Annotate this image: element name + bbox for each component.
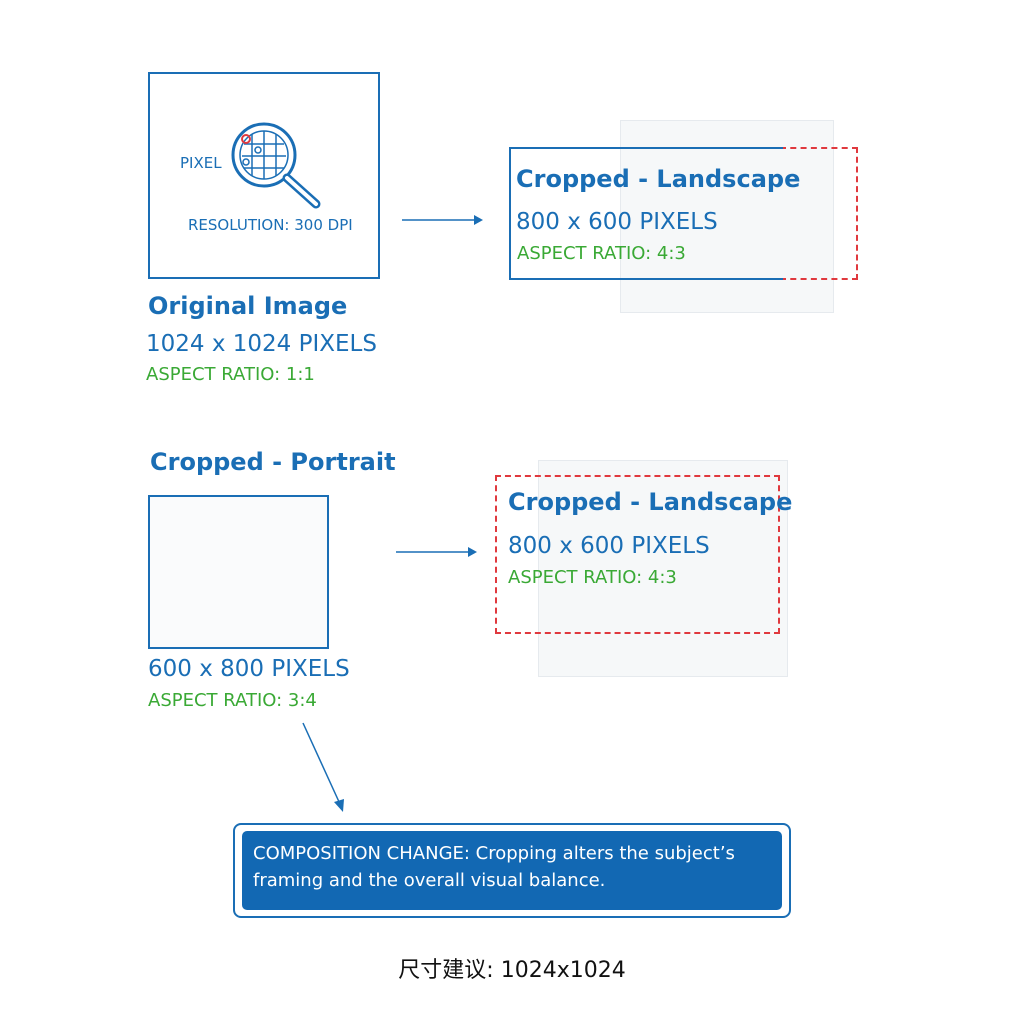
callout-line-2: framing and the overall visual balance. — [253, 870, 606, 891]
magnifier-grid-icon — [231, 122, 321, 209]
original-dimensions: 1024 x 1024 PIXELS — [146, 331, 377, 357]
landscape-bottom-dimensions: 800 x 600 PIXELS — [508, 533, 710, 559]
composition-change-callout: COMPOSITION CHANGE: Cropping alters the … — [233, 823, 791, 918]
landscape-top-ghost — [620, 120, 834, 313]
resolution-label: RESOLUTION: 300 DPI — [188, 216, 353, 234]
size-note: 尺寸建议: 1024x1024 — [398, 958, 626, 983]
landscape-top-crop-outline — [780, 147, 858, 280]
landscape-top-frame — [509, 147, 783, 280]
landscape-top-title: Cropped - Landscape — [516, 165, 801, 193]
arrow-right-icon — [396, 547, 477, 557]
original-aspect-ratio: ASPECT RATIO: 1:1 — [146, 364, 315, 385]
arrow-down-icon — [302, 722, 344, 812]
portrait-title: Cropped - Portrait — [150, 448, 396, 476]
landscape-top-aspect-ratio: ASPECT RATIO: 4:3 — [517, 243, 686, 264]
landscape-bottom-crop-outline — [495, 475, 780, 634]
original-title: Original Image — [148, 292, 348, 320]
portrait-frame — [148, 495, 329, 649]
pixel-label: PIXEL — [180, 154, 222, 172]
landscape-bottom-ghost — [538, 460, 788, 677]
portrait-aspect-ratio: ASPECT RATIO: 3:4 — [148, 690, 317, 711]
callout-line-1: COMPOSITION CHANGE: Cropping alters the … — [253, 843, 735, 864]
original-image-frame: PIXEL RESOLUTION: 300 DPI — [148, 72, 380, 279]
arrow-right-icon — [402, 215, 483, 225]
landscape-top-dimensions: 800 x 600 PIXELS — [516, 209, 718, 235]
landscape-bottom-title: Cropped - Landscape — [508, 488, 793, 516]
landscape-bottom-aspect-ratio: ASPECT RATIO: 4:3 — [508, 567, 677, 588]
callout-inner: COMPOSITION CHANGE: Cropping alters the … — [242, 831, 782, 910]
portrait-dimensions: 600 x 800 PIXELS — [148, 656, 350, 682]
